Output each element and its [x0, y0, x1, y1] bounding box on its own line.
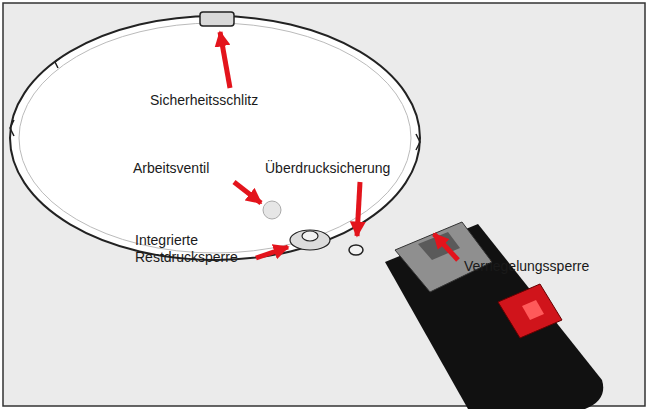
part-label: Integrierte Restdrucksperre [135, 232, 253, 266]
safety-slot [200, 12, 234, 26]
red-button [498, 284, 562, 338]
part-label: Arbeitsventil [133, 160, 209, 177]
overpressure-valve [349, 245, 363, 255]
lock-plate [395, 222, 492, 292]
lid-rim [19, 23, 411, 253]
lid [10, 16, 420, 260]
part-label: Sicherheitsschlitz [150, 92, 258, 109]
working-valve [263, 201, 281, 219]
arrow [234, 182, 261, 203]
arrow [256, 247, 288, 258]
residual-pressure-lock [290, 230, 330, 250]
arrow [434, 234, 458, 260]
part-label: Verriegelungssperre [464, 258, 589, 275]
part-label: Überdrucksicherung [265, 160, 390, 177]
lock-latch [418, 232, 460, 260]
residual-pressure-pin [302, 231, 318, 241]
arrow [220, 32, 230, 88]
button-mark [522, 300, 544, 320]
arrow [357, 182, 360, 236]
arrows [220, 32, 458, 260]
lid-tabs [10, 58, 420, 150]
